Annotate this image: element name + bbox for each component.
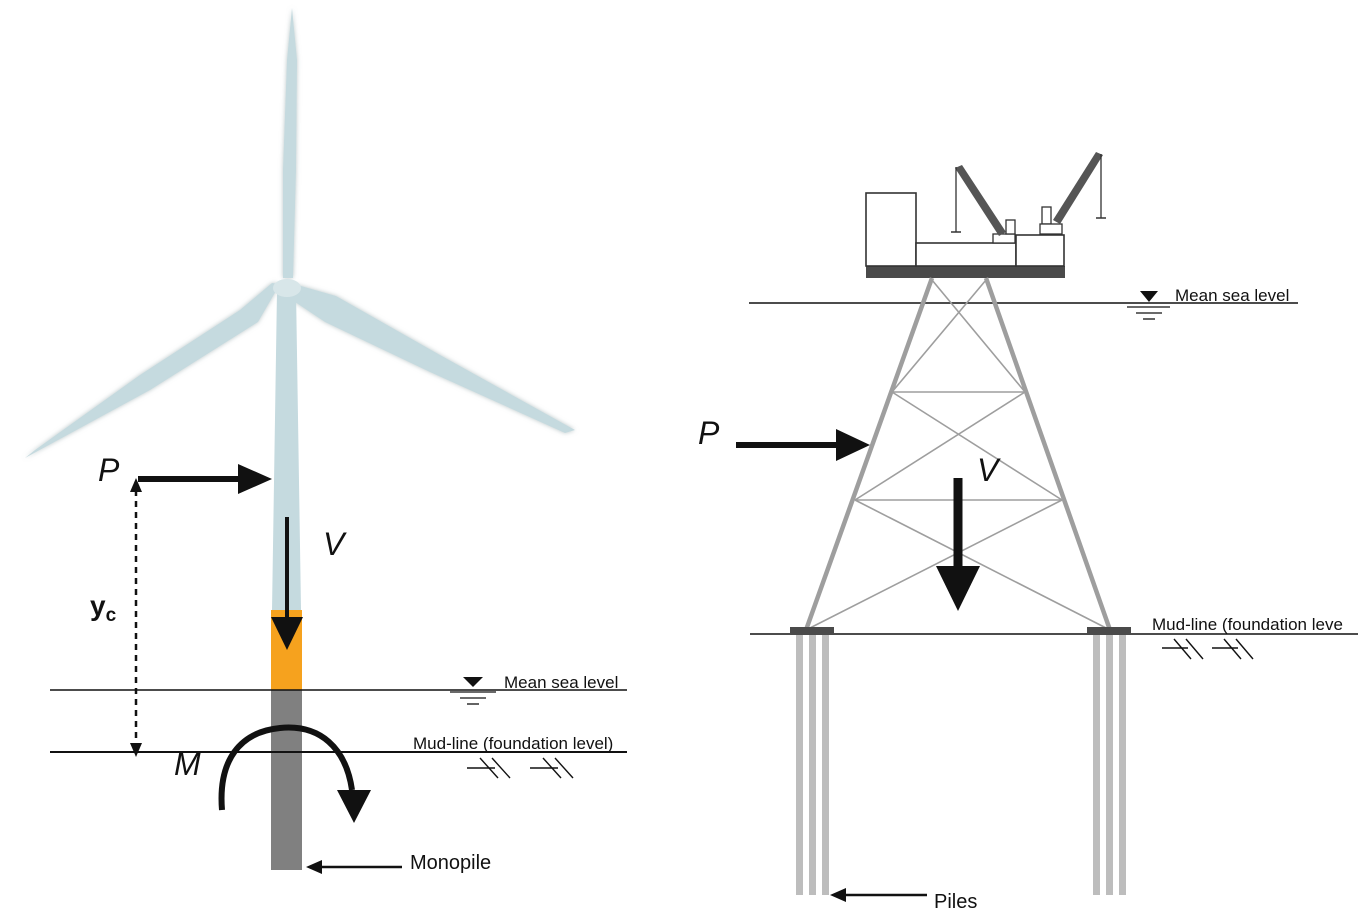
foundation-piles — [796, 635, 1126, 895]
turbine-blade-right — [292, 284, 575, 433]
mudmat-left — [790, 627, 834, 635]
horizontal-load-arrow-right — [736, 429, 870, 461]
height-dimension — [130, 478, 142, 757]
height-yc-label: yc — [90, 590, 117, 626]
pile — [1106, 635, 1113, 895]
turbine-blade-left — [25, 283, 280, 458]
pile — [1119, 635, 1126, 895]
mean-sea-level-label-right: Mean sea level — [1175, 286, 1289, 305]
process-module — [915, 242, 1017, 267]
force-v-label-left: V — [323, 526, 347, 562]
pile — [796, 635, 803, 895]
pile — [822, 635, 829, 895]
soil-symbol-left — [467, 757, 574, 779]
platform-deck — [866, 266, 1065, 278]
jacket-legs — [803, 277, 1113, 631]
horizontal-load-arrow-left — [138, 464, 272, 494]
mudmat-right — [1087, 627, 1131, 635]
soil-symbol-right — [1162, 638, 1254, 660]
jacket-bracing — [805, 279, 1111, 631]
monopile-label: Monopile — [410, 852, 491, 874]
water-level-symbol — [450, 677, 496, 705]
moment-arrow — [218, 724, 371, 823]
pile — [1093, 635, 1100, 895]
monopile-pointer-arrow — [306, 860, 402, 874]
vertical-load-arrow-left — [271, 517, 303, 650]
monopile-wind-turbine: Mean sea level Mud-line (foundation leve… — [25, 8, 627, 874]
crane-right — [1053, 152, 1106, 224]
jacket-structure: Mean sea level Mud-line (foundation leve — [698, 152, 1358, 913]
force-p-label-left: P — [98, 452, 120, 488]
turbine-hub — [273, 279, 301, 297]
utility-module — [1015, 234, 1065, 267]
moment-m-label: M — [174, 746, 201, 782]
turbine-rotor — [25, 8, 575, 458]
water-level-symbol-right — [1127, 291, 1170, 320]
turbine-tower — [272, 290, 301, 610]
piles-pointer-arrow — [830, 888, 927, 902]
crane-left — [951, 165, 1006, 236]
turbine-blade-top — [283, 8, 297, 278]
mean-sea-level-label-left: Mean sea level — [504, 673, 618, 692]
force-v-label-right: V — [977, 452, 1001, 488]
accommodation-module — [865, 192, 917, 267]
vertical-load-arrow-right — [936, 478, 980, 611]
mud-line-label-right: Mud-line (foundation leve — [1152, 615, 1343, 634]
height-c-subscript: c — [106, 605, 117, 626]
height-y-symbol: y — [90, 590, 106, 621]
pile — [809, 635, 816, 895]
monopile — [271, 690, 302, 870]
piles-label: Piles — [934, 891, 977, 913]
topside-platform — [865, 152, 1106, 278]
force-p-label-right: P — [698, 415, 720, 451]
mud-line-label-left: Mud-line (foundation level) — [413, 734, 613, 753]
